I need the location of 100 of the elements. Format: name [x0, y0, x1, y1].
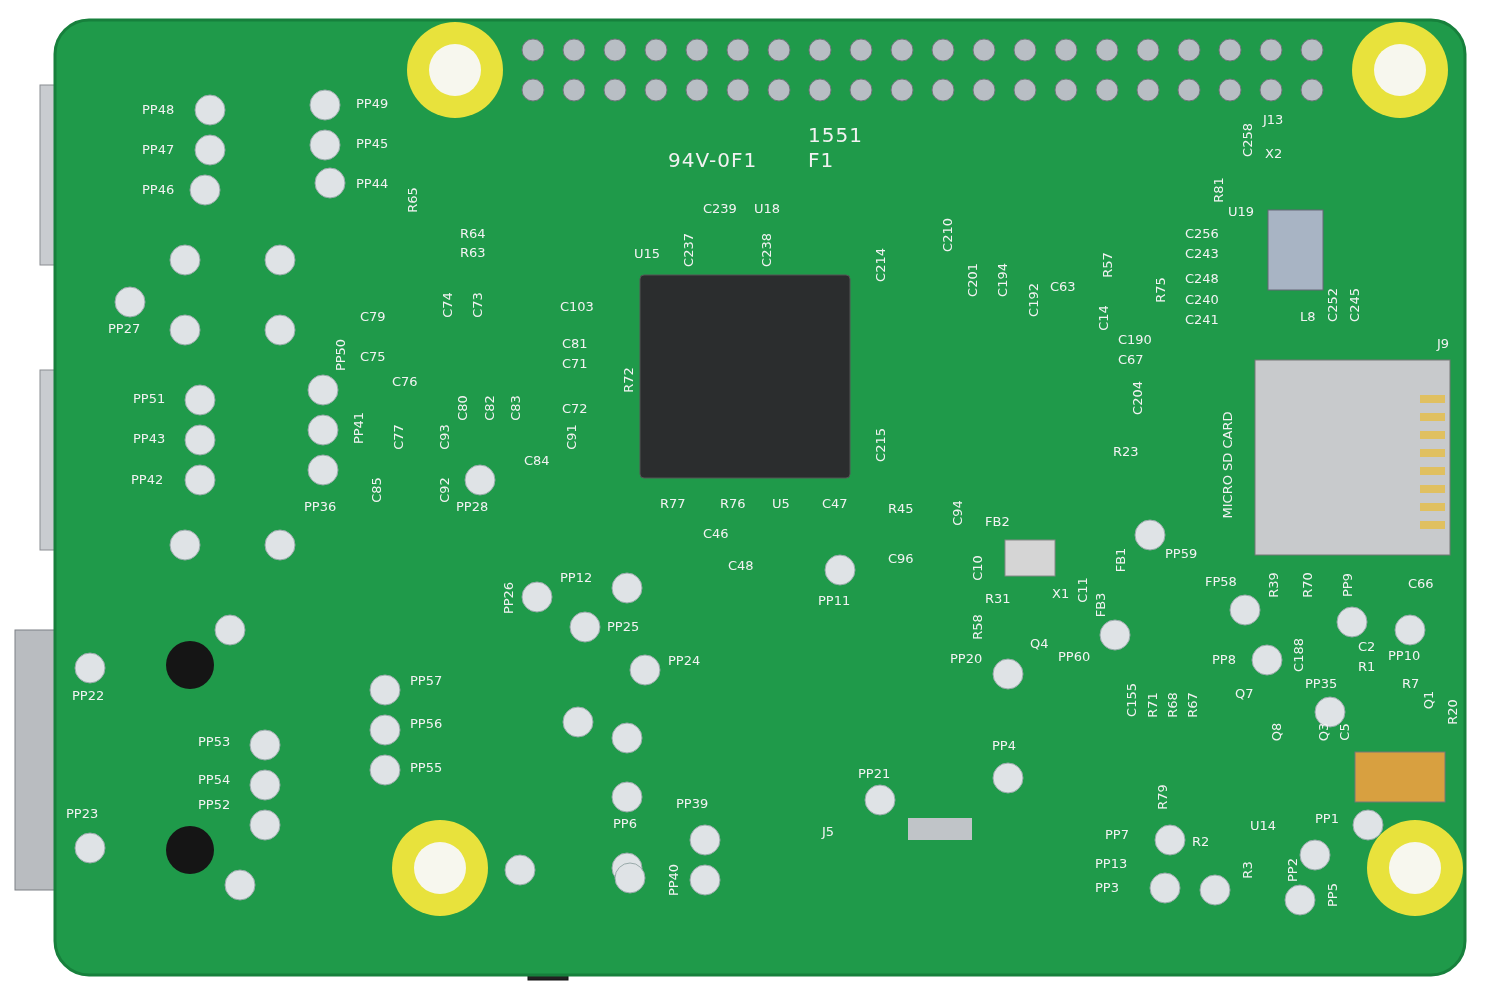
silkscreen-label: J9 [1437, 336, 1450, 351]
silkscreen-label: C238 [758, 233, 774, 267]
silkscreen-label: 1551 [808, 124, 863, 146]
silkscreen-label: R65 [404, 187, 420, 213]
silkscreen-label: PP36 [304, 499, 337, 514]
silkscreen-label: R45 [888, 501, 914, 516]
silkscreen-label: C76 [392, 374, 418, 389]
silkscreen-label: PP52 [198, 797, 231, 812]
silkscreen-label: C248 [1185, 271, 1219, 286]
silkscreen-label: C93 [436, 424, 452, 450]
silkscreen-label: U15 [634, 246, 661, 261]
silkscreen-label: FB1 [1112, 547, 1128, 573]
silkscreen-label: PP13 [1095, 856, 1128, 871]
silkscreen-label: C210 [939, 218, 955, 252]
silkscreen-label: C237 [680, 233, 696, 267]
silkscreen-label: R68 [1164, 692, 1180, 718]
silkscreen-label: PP54 [198, 772, 231, 787]
silkscreen-label: C66 [1408, 576, 1434, 591]
silkscreen-label: PP9 [1339, 573, 1355, 597]
silkscreen-label: R3 [1239, 861, 1255, 879]
silkscreen-label: R58 [969, 614, 985, 640]
silkscreen-label: PP43 [133, 431, 166, 446]
silkscreen-label: C11 [1074, 577, 1090, 603]
silkscreen-label: C188 [1290, 638, 1306, 672]
silkscreen-label: C204 [1129, 381, 1145, 415]
silkscreen-label: C240 [1185, 292, 1219, 307]
silkscreen-label: R20 [1444, 699, 1460, 725]
silkscreen-label: PP7 [1105, 827, 1129, 842]
silkscreen-label: PP48 [142, 102, 175, 117]
silkscreen-label: R64 [460, 226, 486, 241]
silkscreen-label: C10 [969, 555, 985, 581]
silkscreen-label: PP39 [676, 796, 709, 811]
silkscreen-label: R77 [660, 496, 686, 511]
silkscreen-label: PP21 [858, 766, 891, 781]
silkscreen-label: R79 [1154, 784, 1170, 810]
silkscreen-label: PP49 [356, 96, 389, 111]
silkscreen-label: C71 [562, 356, 588, 371]
silkscreen-label: C256 [1185, 226, 1219, 241]
silkscreen-label: PP46 [142, 182, 175, 197]
silkscreen-label: R31 [985, 591, 1011, 606]
silkscreen-label: C46 [703, 526, 729, 541]
silkscreen-label: PP27 [108, 321, 141, 336]
silkscreen-label: Q8 [1268, 722, 1284, 742]
silkscreen-label: Q7 [1235, 686, 1254, 701]
silkscreen-label: R23 [1113, 444, 1139, 459]
silkscreen-label: PP12 [560, 570, 593, 585]
silkscreen-label: PP28 [456, 499, 489, 514]
silkscreen-label: J5 [822, 824, 835, 839]
silkscreen-label: C192 [1025, 283, 1041, 317]
silkscreen-label: C79 [360, 309, 386, 324]
silkscreen-label: Q4 [1030, 636, 1049, 651]
silkscreen-label: R1 [1358, 659, 1376, 674]
silkscreen-label: L8 [1300, 309, 1316, 324]
silkscreen-label: PP8 [1212, 652, 1236, 667]
silkscreen-label: R2 [1192, 834, 1210, 849]
silkscreen-label: U18 [754, 201, 781, 216]
silkscreen-label: X1 [1052, 586, 1070, 601]
silkscreen-label: U19 [1228, 204, 1255, 219]
silkscreen-label: C190 [1118, 332, 1152, 347]
silkscreen-label: PP11 [818, 593, 851, 608]
silkscreen-label: C201 [964, 263, 980, 297]
silkscreen-label: PP2 [1284, 858, 1300, 882]
silkscreen-label: C84 [524, 453, 550, 468]
silkscreen-label: C47 [822, 496, 848, 511]
silkscreen-label: PP40 [665, 863, 681, 897]
silkscreen-label: F1 [808, 149, 835, 171]
silkscreen-label: C245 [1346, 288, 1362, 322]
silkscreen-label: C80 [454, 395, 470, 421]
silkscreen-label: PP57 [410, 673, 443, 688]
silkscreen-label: PP23 [66, 806, 99, 821]
silkscreen-label: PP50 [332, 338, 348, 372]
silkscreen-label: R7 [1402, 676, 1420, 691]
silkscreen-label: PP1 [1315, 811, 1339, 826]
silkscreen-label: J13 [1263, 112, 1284, 127]
silkscreen-label: R39 [1265, 572, 1281, 598]
silkscreen-label: C83 [507, 395, 523, 421]
silkscreen-label: C67 [1118, 352, 1144, 367]
silkscreen-label: C243 [1185, 246, 1219, 261]
silkscreen-label: R76 [720, 496, 746, 511]
silkscreen-label: R63 [460, 245, 486, 260]
silkscreen-label: PP5 [1324, 883, 1340, 907]
silkscreen-label: C2 [1358, 639, 1376, 654]
slot-label: MICRO SD CARD [1219, 411, 1235, 519]
silkscreen-label: Q1 [1420, 690, 1436, 710]
silkscreen-label: C96 [888, 551, 914, 566]
silkscreen-label: PP44 [356, 176, 389, 191]
silkscreen-label: C81 [562, 336, 588, 351]
silkscreen-label: C92 [436, 477, 452, 503]
silkscreen-label: PP55 [410, 760, 443, 775]
silkscreen-label: R75 [1152, 277, 1168, 303]
silkscreen-label: C75 [360, 349, 386, 364]
silkscreen-label: C82 [481, 395, 497, 421]
silkscreen-label: PP47 [142, 142, 175, 157]
silkscreen-label: R57 [1099, 252, 1115, 278]
silkscreen-label: R71 [1144, 692, 1160, 718]
silkscreen-label: PP51 [133, 391, 166, 406]
silkscreen-label: Q3 [1315, 722, 1331, 742]
silkscreen-label: C14 [1095, 305, 1111, 331]
silkscreen-label: C155 [1123, 683, 1139, 717]
silkscreen-label: C77 [390, 424, 406, 450]
